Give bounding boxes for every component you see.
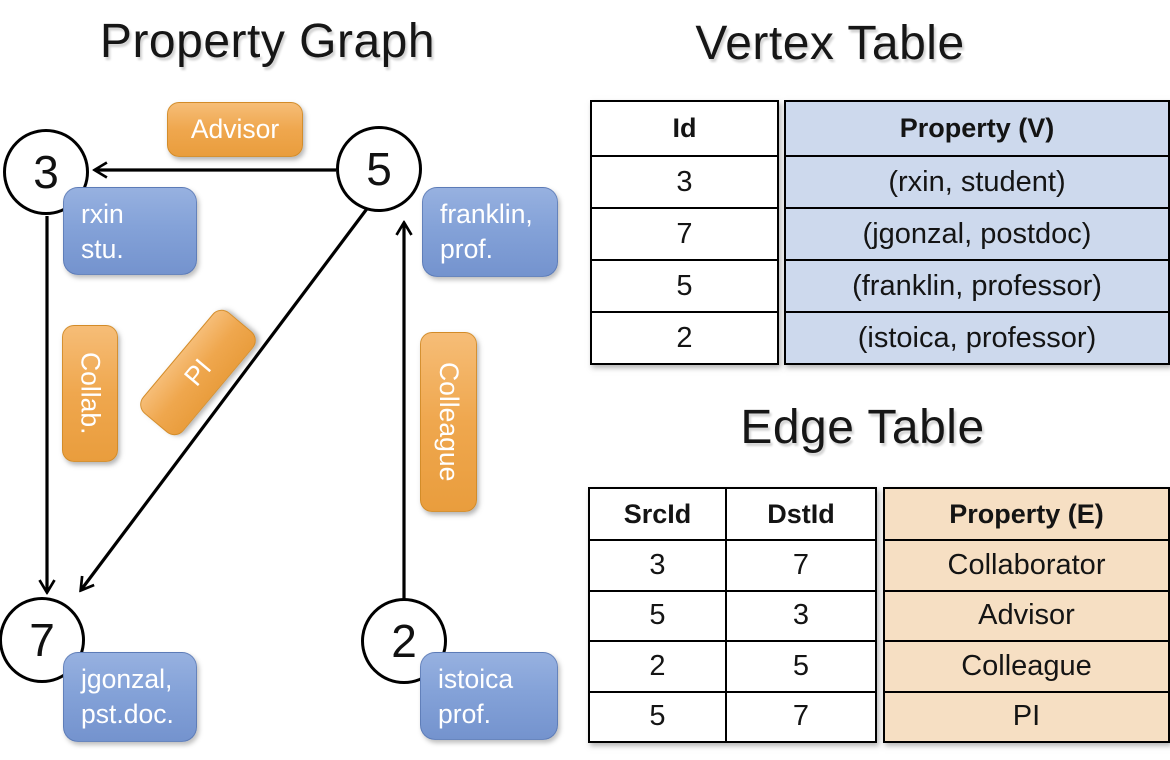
edge-arrow-pi-5-to-7: [81, 205, 371, 590]
vertex-label-line: stu.: [81, 233, 124, 264]
edge-property-cell: Advisor: [883, 589, 1170, 642]
vertex-id-cell: 5: [590, 259, 779, 313]
edge-srcid-cell: 3: [588, 539, 727, 592]
graph-title: Property Graph: [99, 15, 436, 68]
edge-label-advisor: Advisor: [167, 102, 303, 157]
edge-property-table: Property (E) Collaborator Advisor Collea…: [883, 487, 1170, 743]
edge-label-collab: Collab.: [62, 325, 118, 462]
vertex-id-cell: 7: [590, 207, 779, 261]
vertex-label-line: franklin,: [440, 199, 533, 229]
edge-label-text: PI: [178, 352, 218, 392]
edge-col-header-srcid: SrcId: [588, 487, 727, 541]
vertex-label-jgonzal: jgonzal, pst.doc.: [63, 652, 197, 742]
vertex-table-panel: Vertex Table: [560, 0, 1170, 400]
vertex-label-istoica: istoica prof.: [420, 652, 558, 740]
edge-label-text: Advisor: [190, 114, 280, 144]
edge-label-text: Collab.: [75, 352, 106, 435]
vertex-property-cell: (istoica, professor): [784, 311, 1170, 365]
edge-dstid-cell: 7: [725, 539, 877, 592]
vertex-id-cell: 2: [590, 311, 779, 365]
edge-property-cell: Colleague: [883, 640, 1170, 693]
vertex-label-rxin: rxin stu.: [63, 187, 197, 275]
vertex-property-cell: (franklin, professor): [784, 259, 1170, 313]
node-id: 5: [366, 143, 392, 195]
edge-property-cell: Collaborator: [883, 539, 1170, 592]
vertex-table-title: Vertex Table: [695, 17, 965, 70]
vertex-label-line: prof.: [438, 698, 492, 729]
vertex-label-line: istoica: [438, 664, 514, 694]
vertex-property-table: Property (V) (rxin, student) (jgonzal, p…: [784, 100, 1170, 365]
vertex-label-line: pst.doc.: [81, 698, 174, 729]
edge-label-text: Colleague: [434, 362, 464, 482]
vertex-label-franklin: franklin, prof.: [422, 187, 558, 277]
vertex-label-line: jgonzal,: [81, 664, 173, 694]
edge-property-cell: PI: [883, 690, 1170, 743]
graph-node-7: 7: [0, 597, 85, 683]
edge-dstid-cell: 7: [725, 690, 877, 743]
node-id: 7: [29, 614, 55, 666]
vertex-label-line: prof.: [440, 233, 494, 264]
node-id: 2: [391, 615, 417, 667]
edge-col-header-property: Property (E): [883, 487, 1170, 541]
vertex-col-header-id: Id: [590, 100, 779, 157]
node-id: 3: [33, 146, 59, 198]
vertex-col-header-property: Property (V): [784, 100, 1170, 157]
vertex-id-table: Id 3 7 5 2: [590, 100, 779, 365]
edge-src-dst-table: SrcId DstId 3 7 5 3 2 5 5 7: [588, 487, 877, 743]
vertex-label-line: rxin: [81, 199, 124, 229]
edge-label-colleague: Colleague: [420, 332, 477, 512]
edge-col-header-dstid: DstId: [725, 487, 877, 541]
graph-edges-canvas: [0, 0, 560, 601]
edge-table-title: Edge Table: [740, 401, 985, 454]
vertex-id-cell: 3: [590, 155, 779, 209]
edge-srcid-cell: 2: [588, 640, 727, 693]
edge-dstid-cell: 3: [725, 589, 877, 642]
property-graph-panel: Property Graph 3 5 7 2 Advisor Collab. P…: [0, 0, 560, 760]
vertex-property-cell: (rxin, student): [784, 155, 1170, 209]
edge-srcid-cell: 5: [588, 690, 727, 743]
edge-srcid-cell: 5: [588, 589, 727, 642]
vertex-property-cell: (jgonzal, postdoc): [784, 207, 1170, 261]
edge-table-panel: Edge Table: [560, 380, 1170, 760]
graph-node-5: 5: [336, 126, 422, 212]
edge-dstid-cell: 5: [725, 640, 877, 693]
